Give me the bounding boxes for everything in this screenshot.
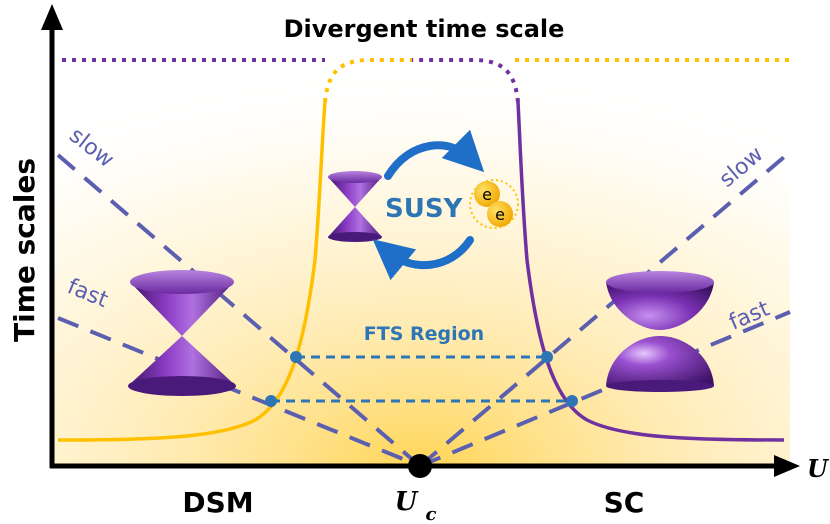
slow-line-right <box>418 150 792 468</box>
title: Divergent time scale <box>284 15 565 43</box>
electron-label: e <box>495 205 505 224</box>
susy-arrow-top-icon <box>384 129 485 180</box>
fts-point <box>541 351 553 363</box>
small-dirac-cone-icon <box>328 171 382 242</box>
sc-curve <box>516 101 785 442</box>
fast-line-right <box>419 310 791 468</box>
y-axis-arrow-icon <box>41 4 63 30</box>
phase-label-sc: SC <box>604 486 645 519</box>
critical-point <box>408 454 432 478</box>
electron-label: e <box>482 185 492 204</box>
gapped-bands-icon <box>606 271 714 392</box>
fts-point <box>265 395 277 407</box>
fts-region-label: FTS Region <box>364 323 484 345</box>
fts-point <box>566 395 578 407</box>
critical-point-subscript: c <box>426 504 437 524</box>
slow-line-left <box>56 153 422 468</box>
x-axis-arrow-icon <box>774 455 800 477</box>
x-axis-label: U <box>807 454 830 483</box>
critical-point-label: U <box>395 487 419 517</box>
electron-pair-icon <box>469 179 519 229</box>
y-axis-label: Time scales <box>8 158 41 342</box>
phase-label-dsm: DSM <box>182 486 253 519</box>
susy-arrow-bottom-icon <box>372 236 474 281</box>
susy-label: SUSY <box>385 194 464 224</box>
background-glow <box>50 40 790 468</box>
fts-point <box>290 351 302 363</box>
dsm-curve <box>57 101 327 442</box>
dirac-cone-icon <box>128 270 236 396</box>
fast-line-left <box>57 316 421 468</box>
